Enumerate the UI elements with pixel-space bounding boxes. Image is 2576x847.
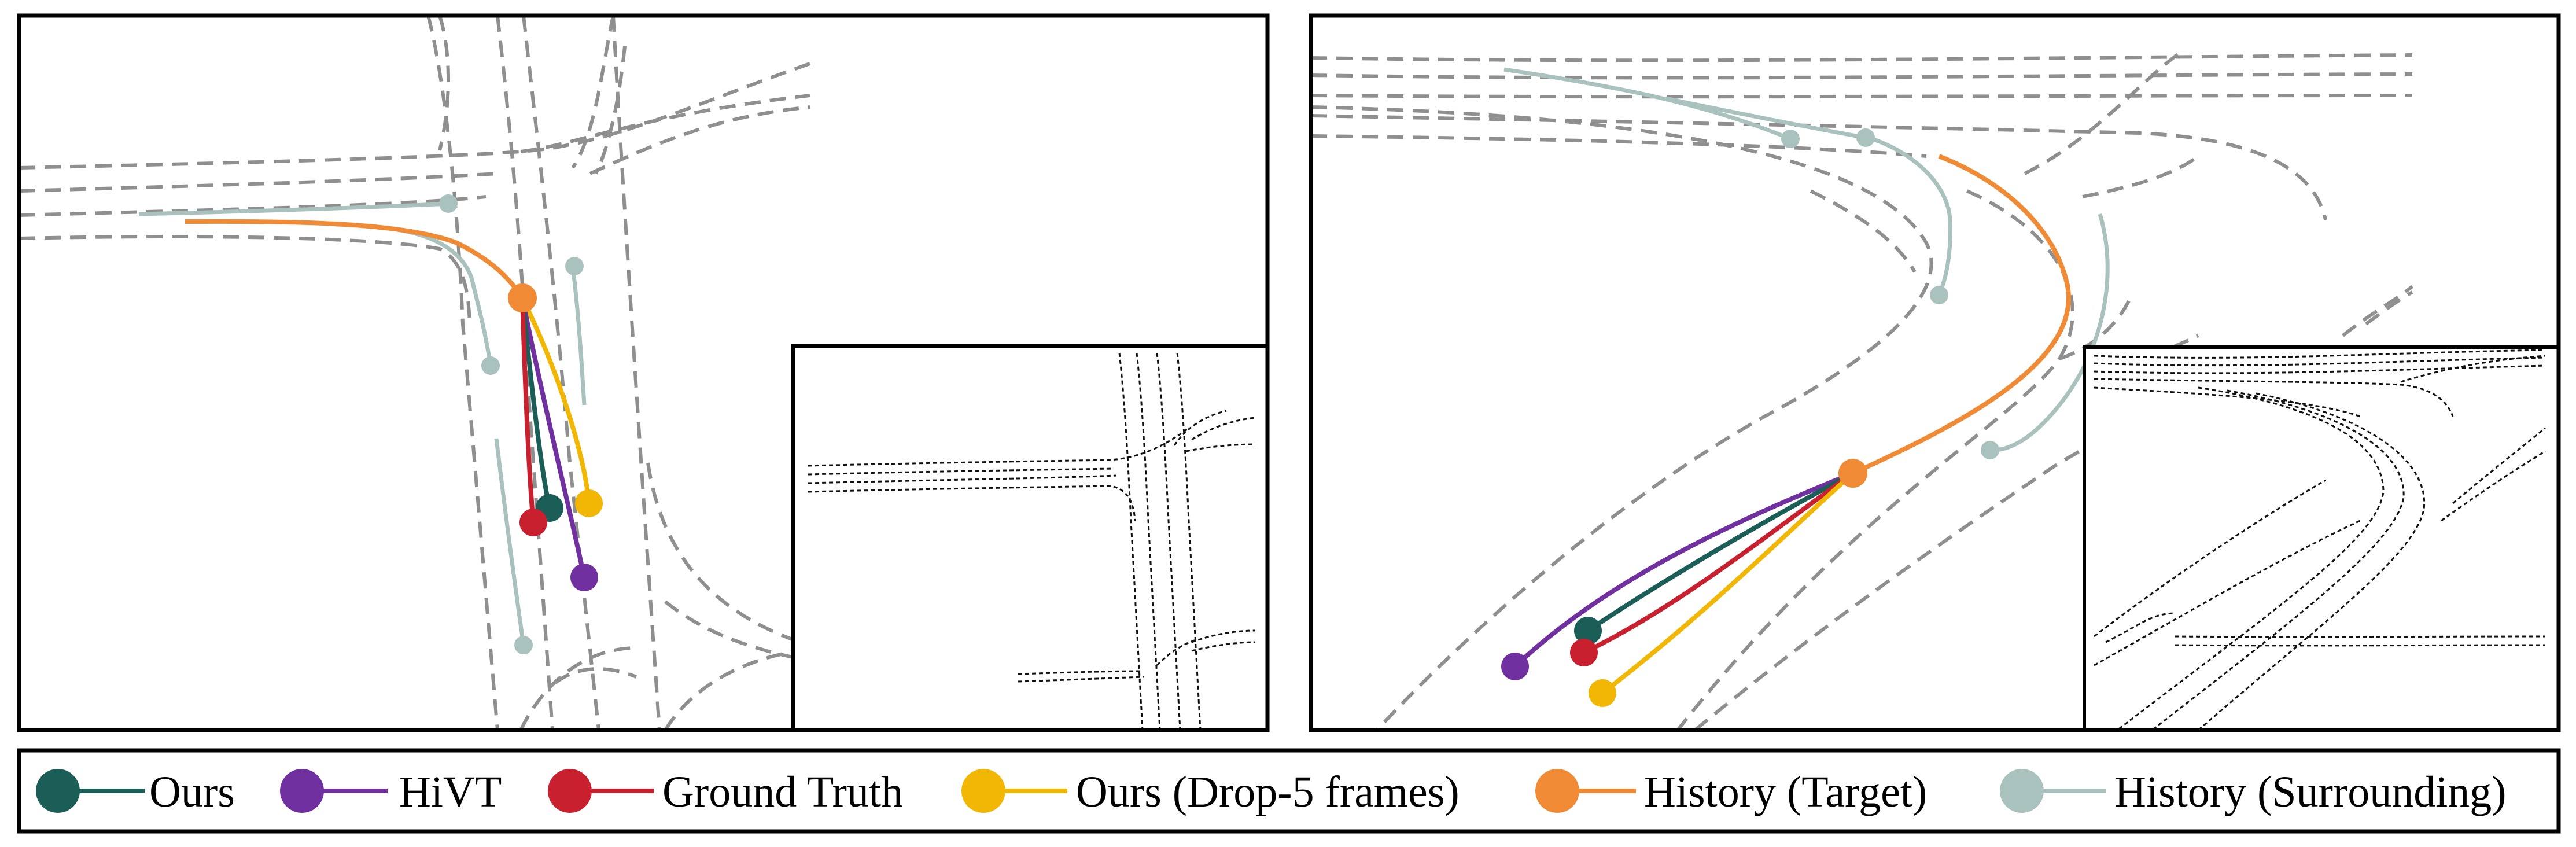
legend-item-history-surrounding: History (Surrounding) <box>2000 768 2507 816</box>
right-target-history <box>1852 154 2071 476</box>
left-predictions <box>520 297 591 578</box>
left-pred-hivt <box>520 297 587 578</box>
left-panel-frame <box>17 13 1270 732</box>
legend-frame <box>17 748 2561 834</box>
legend-label-hivt: HiVT <box>399 768 502 816</box>
legend-item-history-target: History (Target) <box>1535 768 1927 816</box>
legend-marker-ground-truth <box>548 769 592 813</box>
legend-item-ours-drop5: Ours (Drop-5 frames) <box>961 768 1460 816</box>
left-pred-ours-drop5 <box>520 297 591 504</box>
left-inset-map <box>791 344 1269 732</box>
legend-marker-history-surrounding <box>2000 769 2044 813</box>
legend-label-history-target: History (Target) <box>1644 768 1927 816</box>
legend-item-hivt: HiVT <box>280 768 502 816</box>
right-pred-ours <box>1586 471 1854 633</box>
left-surrounding-markers <box>439 194 584 654</box>
left-surrounding-history <box>138 201 587 646</box>
legend-marker-ours-drop5 <box>961 769 1005 813</box>
right-pred-ground-truth <box>1583 471 1855 655</box>
right-panel-frame <box>1309 13 2561 732</box>
left-endpoint-markers <box>508 283 603 591</box>
legend-label-ground-truth: Ground Truth <box>662 768 903 816</box>
legend-marker-history-target <box>1535 769 1579 813</box>
legend-marker-hivt <box>280 769 324 813</box>
legend-item-ground-truth: Ground Truth <box>548 768 903 816</box>
left-scene-panel <box>17 13 1270 732</box>
right-pred-hivt <box>1513 471 1854 668</box>
legend: Ours HiVT Ground Truth Ours (Drop-5 fram… <box>17 748 2561 834</box>
right-endpoint-markers <box>1501 459 1867 707</box>
legend-marker-ours <box>36 769 80 813</box>
legend-label-ours: Ours <box>149 768 235 816</box>
right-inset-map <box>2083 345 2560 732</box>
right-predictions <box>1513 471 1855 695</box>
left-pred-ground-truth <box>520 297 536 523</box>
legend-label-ours-drop5: Ours (Drop-5 frames) <box>1076 768 1460 816</box>
left-target-history <box>185 219 525 300</box>
right-surrounding-history <box>1503 67 2110 452</box>
right-pred-ours-drop5 <box>1601 472 1855 695</box>
legend-item-ours: Ours <box>36 768 235 816</box>
right-surrounding-markers <box>1781 128 1999 459</box>
legend-label-history-surrounding: History (Surrounding) <box>2114 768 2507 816</box>
left-pred-ours <box>520 297 552 509</box>
right-scene-panel <box>1309 13 2561 732</box>
